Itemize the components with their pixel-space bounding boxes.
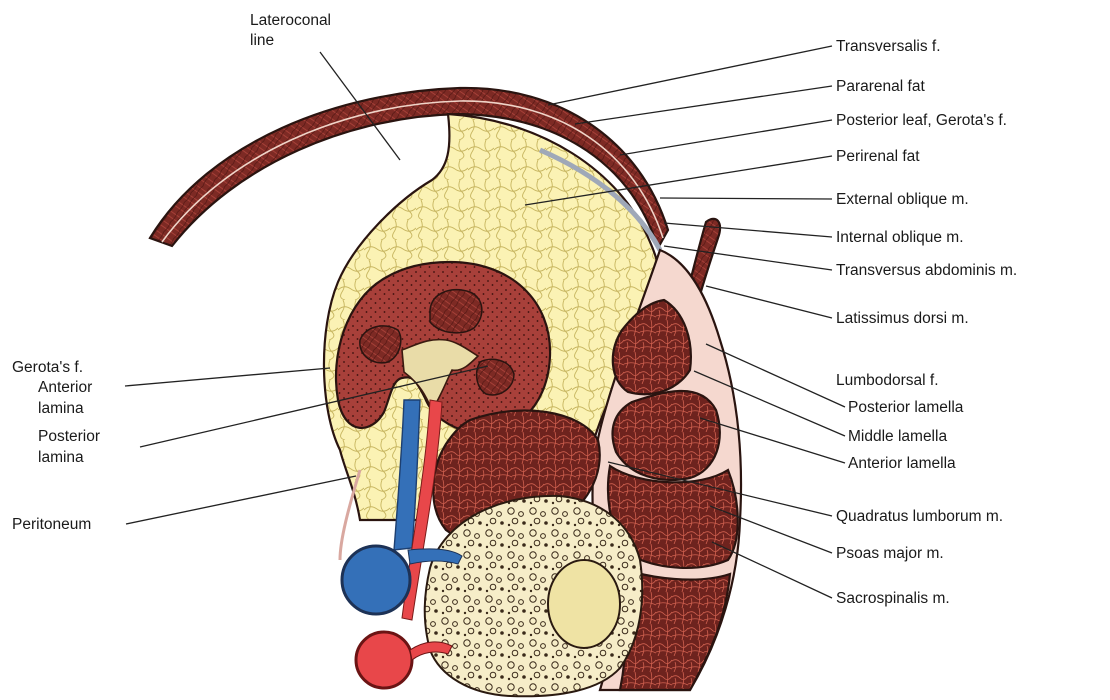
leader-posterior-leaf bbox=[620, 120, 832, 155]
calyx-left bbox=[360, 326, 401, 363]
leader-transversus bbox=[664, 246, 832, 270]
label-anterior-lamina-1: Anterior bbox=[38, 379, 92, 396]
label-lateroconal-line-2: line bbox=[250, 32, 274, 49]
label-posterior-lamina-1: Posterior bbox=[38, 428, 100, 445]
label-lateroconal-line: Lateroconal line bbox=[250, 12, 335, 49]
label-posterior-lamina-2: lamina bbox=[38, 449, 84, 466]
label-middle-lamella: Middle lamella bbox=[848, 428, 947, 445]
label-pararenal-fat: Pararenal fat bbox=[836, 78, 925, 95]
leader-gerota-anterior-lamina bbox=[125, 368, 330, 386]
label-latissimus: Latissimus dorsi m. bbox=[836, 310, 969, 327]
label-posterior-lamina: Posterior lamina bbox=[38, 428, 104, 466]
leader-transversalis bbox=[548, 46, 832, 105]
label-anterior-lamina: Anterior lamina bbox=[38, 379, 97, 417]
calyx-upper bbox=[430, 290, 482, 333]
anatomy bbox=[150, 88, 741, 696]
leader-internal-oblique bbox=[664, 223, 832, 237]
label-posterior-lamella: Posterior lamella bbox=[848, 399, 964, 416]
label-psoas: Psoas major m. bbox=[836, 545, 944, 562]
label-perirenal-fat: Perirenal fat bbox=[836, 148, 920, 165]
label-anterior-lamella: Anterior lamella bbox=[848, 455, 956, 472]
spinal-canal bbox=[548, 560, 620, 648]
leader-latissimus bbox=[706, 286, 832, 318]
label-anterior-lamina-2: lamina bbox=[38, 400, 84, 417]
label-transversalis: Transversalis f. bbox=[836, 38, 941, 55]
label-external-oblique: External oblique m. bbox=[836, 191, 969, 208]
label-sacrospinalis: Sacrospinalis m. bbox=[836, 590, 950, 607]
label-lateroconal-line-1: Lateroconal bbox=[250, 12, 331, 29]
inferior-vena-cava bbox=[342, 546, 410, 614]
label-quadratus: Quadratus lumborum m. bbox=[836, 508, 1003, 525]
label-gerota: Gerota's f. bbox=[12, 359, 83, 376]
leader-external-oblique bbox=[660, 198, 832, 199]
leader-peritoneum bbox=[126, 476, 356, 524]
label-posterior-leaf: Posterior leaf, Gerota's f. bbox=[836, 112, 1007, 129]
label-transversus: Transversus abdominis m. bbox=[836, 262, 1017, 279]
label-peritoneum: Peritoneum bbox=[12, 516, 91, 533]
label-internal-oblique: Internal oblique m. bbox=[836, 229, 964, 246]
label-lumbodorsal: Lumbodorsal f. bbox=[836, 372, 939, 389]
aorta bbox=[356, 632, 412, 688]
